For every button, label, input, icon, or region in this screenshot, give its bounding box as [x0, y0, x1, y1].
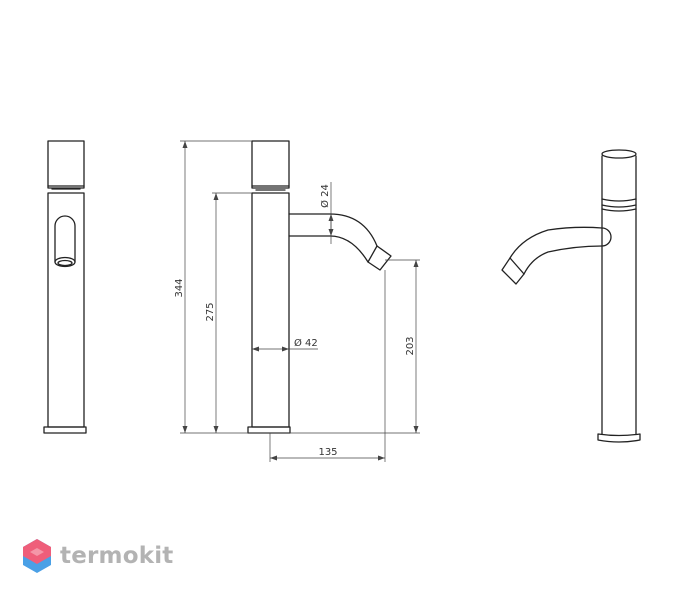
persp-body [601, 155, 637, 435]
persp-top-cap [601, 149, 637, 159]
dim-spout-clearance: 203 [405, 336, 416, 355]
side-spout [288, 213, 392, 271]
hexagon-logo-icon [23, 539, 51, 573]
front-spout-outlet [54, 256, 76, 268]
persp-base [597, 433, 641, 443]
brand-name: termokit [60, 543, 174, 569]
front-base [43, 426, 87, 434]
side-base [247, 426, 291, 434]
dim-spout-diameter: Ø 24 [319, 184, 331, 208]
dim-outlet-height: 275 [205, 302, 216, 321]
dim-body-diameter: Ø 42 [294, 337, 318, 349]
persp-spout [501, 226, 603, 285]
side-body [251, 192, 290, 428]
side-view [247, 140, 392, 434]
dim-total-height: 344 [174, 278, 185, 297]
perspective-view [501, 149, 641, 443]
front-handle [47, 140, 85, 189]
front-view [43, 140, 87, 434]
front-spout [54, 215, 76, 263]
brand-logo: termokit [22, 536, 173, 576]
dimension-lines [182, 141, 419, 461]
dim-spout-reach: 135 [318, 447, 337, 458]
front-body [47, 192, 85, 428]
side-handle [251, 140, 290, 189]
